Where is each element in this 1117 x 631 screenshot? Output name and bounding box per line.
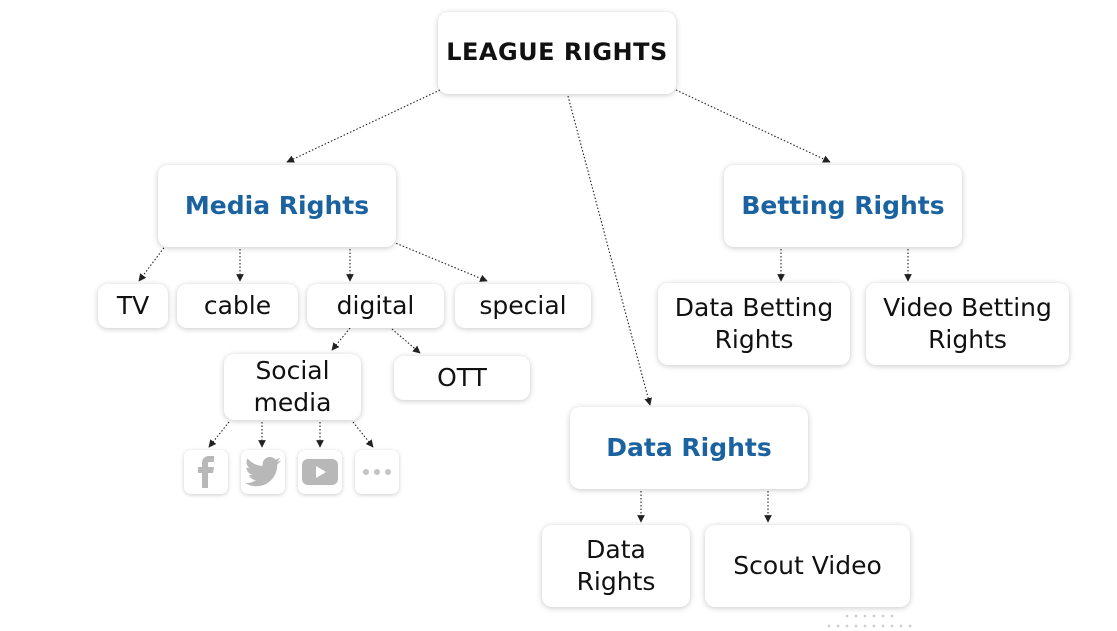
edge-social-facebook [208, 421, 230, 448]
facebook-icon [184, 450, 228, 494]
edge-social-more [352, 421, 374, 448]
node-ott: OTT [394, 356, 530, 400]
edge-root-media [286, 89, 441, 163]
edge-media-special [392, 241, 488, 282]
node-tv: TV [98, 284, 168, 328]
node-cable: cable [177, 284, 298, 328]
twitter-icon [241, 450, 285, 494]
node-league-rights: LEAGUE RIGHTS [438, 12, 676, 94]
node-social-media: Social media [224, 354, 361, 420]
node-data-rights-sub: Data Rights [542, 525, 690, 607]
node-data-betting-rights: Data Betting Rights [658, 283, 850, 365]
youtube-icon [298, 450, 342, 494]
node-special: special [455, 284, 591, 328]
node-data-rights: Data Rights [570, 407, 808, 489]
node-betting-rights: Betting Rights [724, 165, 962, 247]
edge-media-tv [138, 244, 167, 282]
node-video-betting-rights: Video Betting Rights [866, 283, 1069, 365]
edge-digital-ott [391, 328, 421, 354]
node-media-rights: Media Rights [158, 165, 396, 247]
edge-root-betting [675, 89, 831, 163]
node-scout-video: Scout Video [705, 525, 910, 607]
node-digital: digital [307, 284, 444, 328]
edge-root-data [567, 95, 652, 406]
edge-digital-social [331, 327, 351, 351]
corner-dots-decoration [827, 614, 912, 628]
more-icon [355, 450, 399, 494]
